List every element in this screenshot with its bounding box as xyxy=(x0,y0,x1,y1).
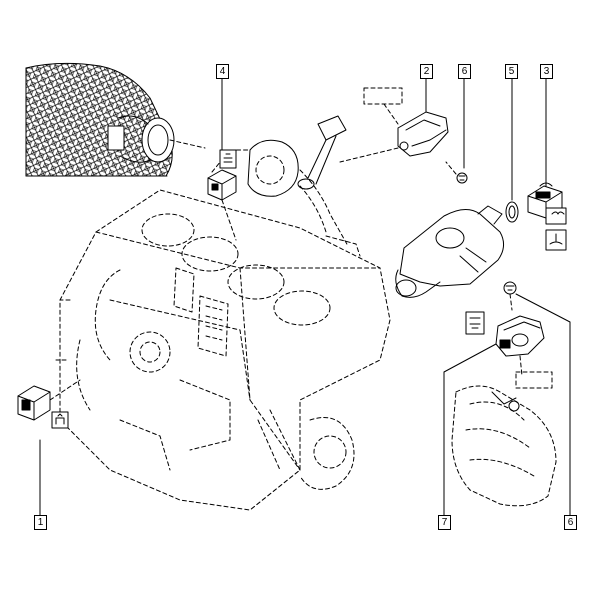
callout-1: 1 xyxy=(34,515,47,530)
callout-3: 3 xyxy=(540,64,553,79)
sensor-3 xyxy=(527,77,563,219)
sensor-3-icons xyxy=(545,207,567,251)
callout-4: 4 xyxy=(216,64,229,79)
callout-5: 5 xyxy=(505,64,518,79)
callout-7: 7 xyxy=(438,515,451,530)
sensor-7 xyxy=(443,315,545,516)
sensor-4 xyxy=(207,77,237,241)
seal-5 xyxy=(505,77,519,223)
sensor-2 xyxy=(339,77,449,163)
sensor-7-icon xyxy=(465,311,485,335)
label-box-placeholder-bottom xyxy=(515,371,553,389)
bolt-6-top xyxy=(445,77,468,184)
sensor-1 xyxy=(17,379,81,516)
callout-6-top: 6 xyxy=(458,64,471,79)
callout-2: 2 xyxy=(420,64,433,79)
label-box-placeholder-top xyxy=(363,87,403,125)
callout-6-bottom: 6 xyxy=(564,515,577,530)
sensor-4-icon xyxy=(219,149,237,169)
sensor-1-icon xyxy=(51,411,69,429)
detail-inset-bottom-right xyxy=(451,385,557,507)
engine-block xyxy=(55,189,391,511)
bolt-6-bottom xyxy=(503,281,571,516)
thermostat-housing xyxy=(395,205,504,298)
detail-inset-top-left xyxy=(25,62,206,177)
